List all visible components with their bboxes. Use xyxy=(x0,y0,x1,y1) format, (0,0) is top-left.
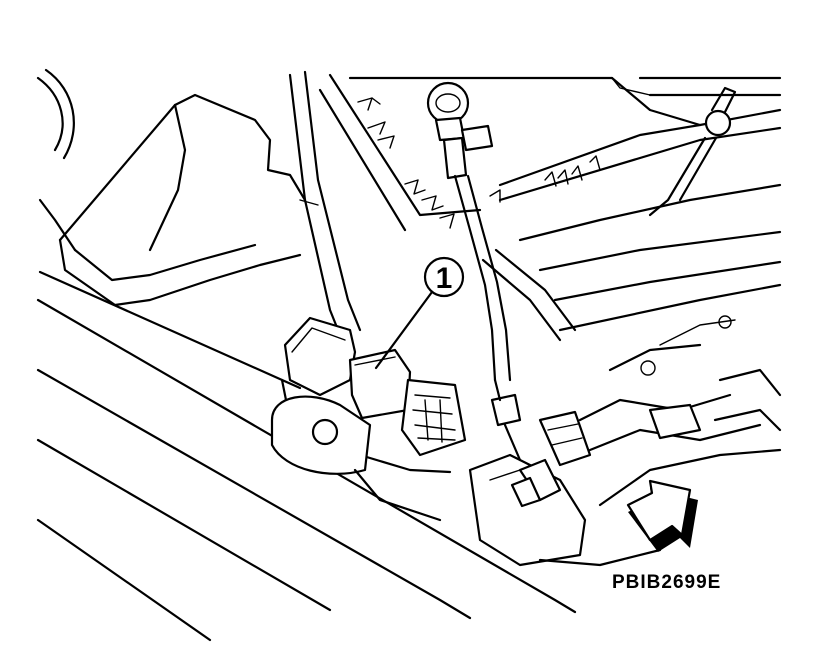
air-cleaner-housing xyxy=(38,93,307,307)
front-direction-arrow-icon xyxy=(626,479,698,552)
callout-1-label: 1 xyxy=(436,262,453,295)
callout-1: 1 xyxy=(374,256,465,370)
figure-code: PBIB2699E xyxy=(612,572,722,593)
fender-panel xyxy=(36,270,577,642)
harness-clips xyxy=(357,97,601,229)
ground-cable xyxy=(426,81,577,382)
mounting-bracket xyxy=(270,395,442,522)
hood-stay xyxy=(648,86,737,217)
strut-channel xyxy=(288,70,362,337)
relay-block xyxy=(280,316,467,474)
air-duct xyxy=(36,68,75,160)
harness-connectors xyxy=(468,315,782,567)
